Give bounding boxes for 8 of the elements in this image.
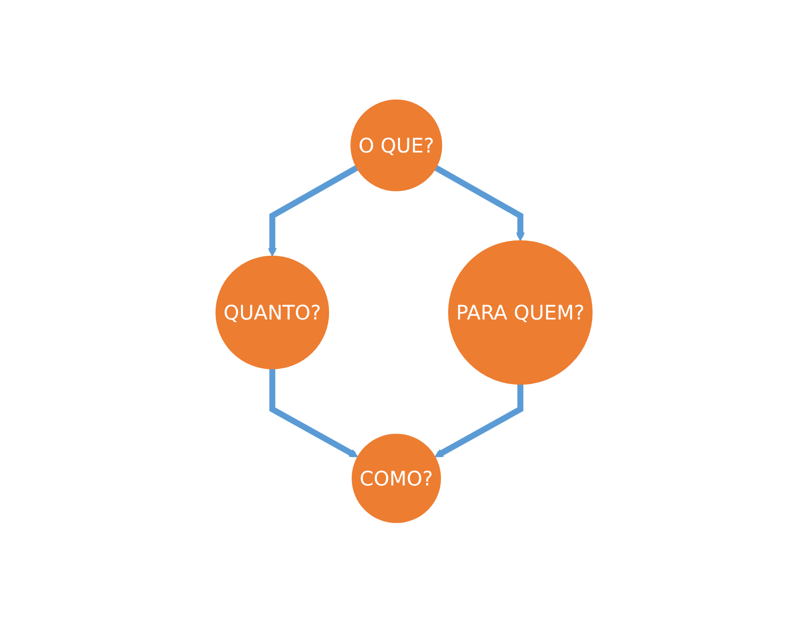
node-circle: COMO?: [352, 434, 441, 524]
node-circle: QUANTO?: [215, 256, 330, 370]
arrow: [434, 384, 524, 458]
arrow: [268, 165, 358, 257]
arrow: [269, 369, 358, 458]
node-circle: O QUE?: [350, 100, 442, 192]
node-circle: PARA QUEM?: [448, 240, 593, 385]
arrow: [434, 165, 525, 242]
